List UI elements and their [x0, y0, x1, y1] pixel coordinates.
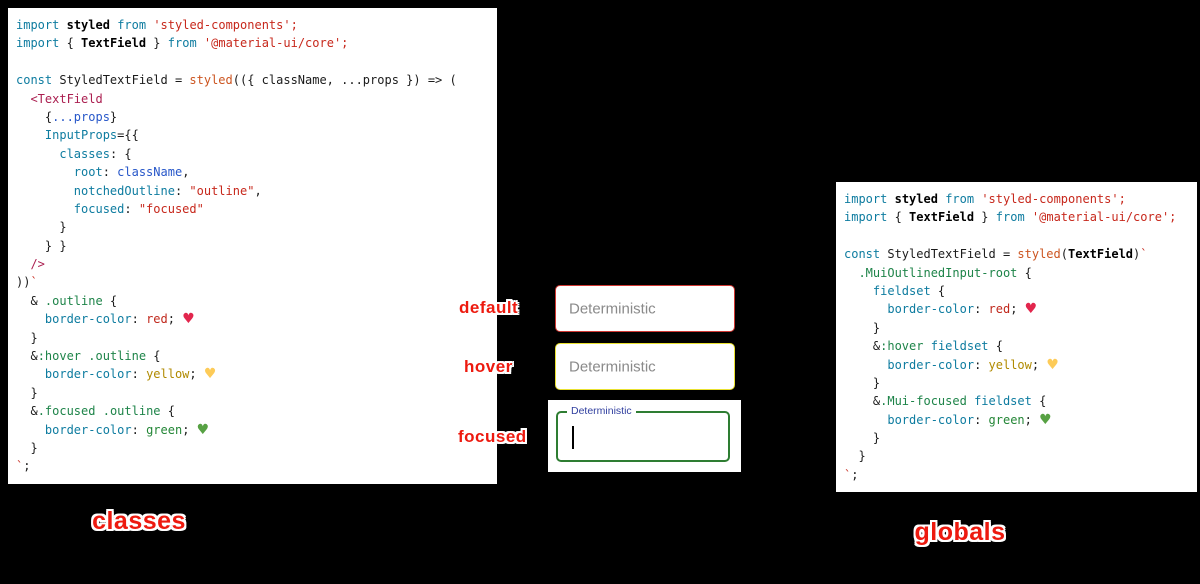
code-panel-globals: import styled from 'styled-components'; i…	[836, 182, 1197, 493]
code-line: notchedOutline: "outline",	[73, 183, 262, 198]
textfield-default[interactable]: Deterministic	[555, 285, 735, 332]
textfield-focused-wrap: Deterministic	[548, 400, 741, 472]
code-line	[16, 53, 489, 71]
code-line: }	[844, 449, 866, 464]
state-label-default: default	[459, 298, 519, 317]
code-line: &.focused .outline {	[16, 404, 175, 419]
code-line: border-color: green; ♥	[44, 421, 210, 438]
code-line: }	[844, 320, 881, 335]
code-line: fieldset {	[872, 283, 946, 298]
caption-classes: classes	[92, 507, 186, 535]
textfield-focused-label: Deterministic	[567, 405, 636, 417]
code-line: root: className,	[73, 165, 190, 180]
code-line: .MuiOutlinedInput-root {	[858, 265, 1032, 280]
code-line: focused: "focused"	[73, 201, 204, 216]
code-line: {...props}	[16, 109, 118, 124]
code-line: `;	[16, 459, 31, 474]
code-line: border-color: yellow; ♥	[44, 366, 217, 383]
text-cursor	[572, 426, 574, 449]
code-line: border-color: green; ♥	[887, 411, 1052, 428]
code-line: const StyledTextField = styled(({ classN…	[16, 73, 457, 88]
code-line: &:hover fieldset {	[844, 339, 1003, 354]
state-label-focused: focused	[458, 427, 527, 446]
code-line: }	[844, 431, 881, 446]
code-line: } }	[16, 238, 67, 253]
code-line: border-color: red; ♥	[44, 311, 195, 328]
textfield-hover-value: Deterministic	[569, 358, 656, 375]
code-line: border-color: yellow; ♥	[887, 356, 1059, 373]
code-line: }	[844, 375, 881, 390]
code-line: import { TextField } from '@material-ui/…	[16, 36, 349, 51]
state-label-hover: hover	[464, 357, 513, 376]
code-line: <TextField	[30, 91, 103, 106]
code-line: classes: {	[59, 146, 132, 161]
textfield-hover[interactable]: Deterministic	[555, 343, 735, 390]
code-line: import { TextField } from '@material-ui/…	[844, 210, 1177, 225]
code-line: ))`	[16, 275, 38, 290]
code-line: }	[16, 220, 67, 235]
code-line: }	[16, 440, 38, 455]
code-line: InputProps={{	[44, 128, 139, 143]
code-line: import styled from 'styled-components';	[16, 18, 298, 32]
code-line	[844, 227, 1189, 245]
code-line: import styled from 'styled-components';	[844, 192, 1126, 206]
code-line: />	[16, 257, 45, 272]
code-line: &.Mui-focused fieldset {	[844, 394, 1047, 409]
code-line: const StyledTextField = styled(TextField…	[844, 247, 1148, 262]
code-line: }	[16, 385, 38, 400]
textfield-default-value: Deterministic	[569, 300, 656, 317]
code-line: border-color: red; ♥	[887, 301, 1038, 318]
code-line: &:hover .outline {	[16, 349, 161, 364]
code-line: }	[16, 330, 38, 345]
code-panel-classes: import styled from 'styled-components'; i…	[8, 8, 497, 484]
code-line: `;	[844, 467, 859, 482]
code-line: & .outline {	[16, 293, 118, 308]
caption-globals: globals	[914, 518, 1006, 546]
textfield-focused[interactable]: Deterministic	[556, 405, 730, 462]
